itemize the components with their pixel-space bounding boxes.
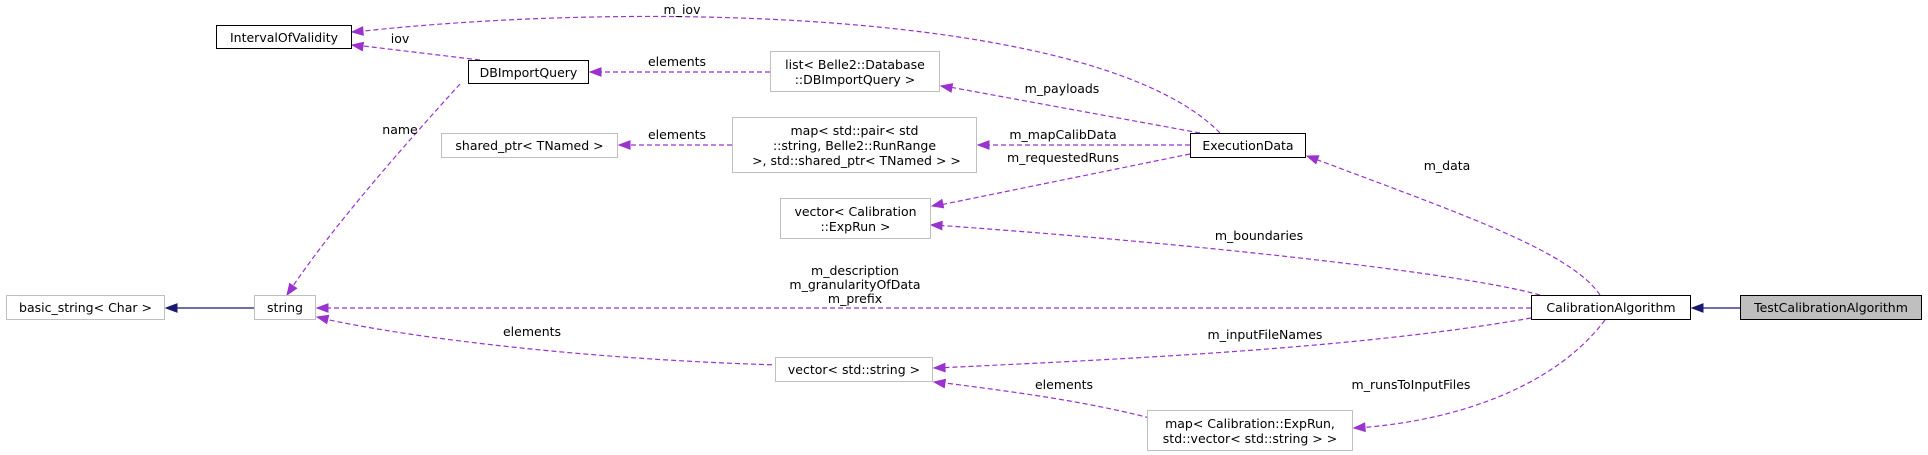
- arrowhead: [1352, 422, 1366, 433]
- edge-label: elements: [648, 127, 706, 142]
- edge-label: m_prefix: [828, 291, 882, 306]
- node-label-line: shared_ptr< TNamed >: [455, 138, 604, 153]
- node-label-line: ::ExpRun >: [820, 218, 891, 234]
- arrowhead: [350, 41, 365, 52]
- arrowhead: [315, 303, 329, 313]
- edge-label: m_mapCalibData: [1009, 127, 1116, 142]
- edge-elements-mapfiles: [936, 381, 1151, 419]
- node-label-line: ::DBImportQuery >: [794, 71, 916, 87]
- edge-label: elements: [503, 324, 561, 339]
- edge-label: name: [382, 122, 418, 137]
- node-interval-of-validity[interactable]: IntervalOfValidity: [216, 25, 352, 49]
- edge-label: elements: [1035, 377, 1093, 392]
- edge-label: m_description: [811, 263, 899, 278]
- arrowhead: [929, 220, 943, 231]
- arrowhead: [930, 198, 945, 209]
- edge-elements-vecstr: [319, 317, 781, 366]
- node-execution-data[interactable]: ExecutionData: [1190, 133, 1306, 158]
- edge-m-iov: [354, 15, 1221, 134]
- arrowhead: [976, 140, 990, 150]
- edge-m-payloads: [943, 85, 1201, 134]
- arrowhead: [617, 140, 631, 150]
- node-calibration-algorithm[interactable]: CalibrationAlgorithm: [1531, 295, 1691, 320]
- node-list-db-import-query[interactable]: list< Belle2::Database::DBImportQuery >: [770, 51, 940, 92]
- edge-m-inputfilenames: [936, 317, 1532, 369]
- edge-label: iov: [391, 31, 410, 46]
- arrowhead: [932, 378, 947, 389]
- arrowhead: [932, 362, 946, 373]
- edge-m-data: [1309, 156, 1601, 296]
- node-label-line: vector< Calibration: [794, 203, 917, 219]
- edge-label: m_payloads: [1025, 81, 1100, 96]
- arrowhead: [939, 83, 954, 93]
- node-label-line: map< Calibration::ExpRun,: [1165, 415, 1335, 431]
- arrowhead: [286, 282, 298, 297]
- arrowhead: [350, 26, 364, 36]
- edge-label: m_data: [1424, 158, 1471, 173]
- edge-label: m_iov: [664, 2, 702, 17]
- node-label-line: basic_string< Char >: [19, 300, 152, 315]
- edge-label: m_runsToInputFiles: [1352, 377, 1471, 392]
- node-map-calib-data[interactable]: map< std::pair< std::string, Belle2::Run…: [732, 117, 977, 173]
- node-label-line: vector< std::string >: [787, 362, 921, 377]
- edge-m-boundaries: [933, 224, 1541, 296]
- edge-name: [288, 83, 461, 293]
- node-label-line: list< Belle2::Database: [785, 56, 925, 72]
- arrowhead: [1305, 155, 1320, 165]
- node-basic-string[interactable]: basic_string< Char >: [6, 295, 165, 320]
- arrowhead: [315, 314, 330, 325]
- edge-label: m_inputFileNames: [1208, 327, 1323, 342]
- edge-label: m_granularityOfData: [789, 277, 920, 292]
- node-label-line: TestCalibrationAlgorithm: [1754, 300, 1908, 315]
- node-string[interactable]: string: [254, 295, 316, 320]
- node-shared-ptr-tnamed[interactable]: shared_ptr< TNamed >: [441, 133, 618, 158]
- node-db-import-query[interactable]: DBImportQuery: [468, 60, 589, 84]
- node-label-line: IntervalOfValidity: [229, 29, 338, 45]
- arrowhead: [588, 67, 602, 77]
- node-label-line: std::vector< std::string > >: [1162, 430, 1338, 446]
- node-label-line: string: [267, 300, 303, 315]
- edge-iov: [354, 44, 481, 61]
- node-label-line: map< std::pair< std: [790, 122, 919, 138]
- node-vector-exprun[interactable]: vector< Calibration::ExpRun >: [780, 198, 931, 239]
- node-test-calibration-algorithm[interactable]: TestCalibrationAlgorithm: [1740, 295, 1922, 320]
- edge-label: m_boundaries: [1215, 228, 1303, 243]
- node-label-line: >, std::shared_ptr< TNamed > >: [748, 152, 961, 168]
- edge-m-runstoinputfiles: [1356, 319, 1606, 429]
- node-map-exprun-files[interactable]: map< Calibration::ExpRun,std::vector< st…: [1147, 410, 1353, 451]
- edge-label: elements: [648, 54, 706, 69]
- node-vector-string[interactable]: vector< std::string >: [775, 357, 933, 382]
- node-label-line: CalibrationAlgorithm: [1546, 300, 1676, 315]
- edge-m-requestedruns: [934, 153, 1191, 207]
- node-label-line: ExecutionData: [1202, 138, 1294, 153]
- arrowhead: [1690, 303, 1704, 313]
- node-label-line: ::string, Belle2::RunRange: [772, 137, 937, 153]
- edge-label: m_requestedRuns: [1007, 150, 1119, 165]
- node-label-line: DBImportQuery: [479, 64, 578, 80]
- arrowhead: [164, 303, 178, 313]
